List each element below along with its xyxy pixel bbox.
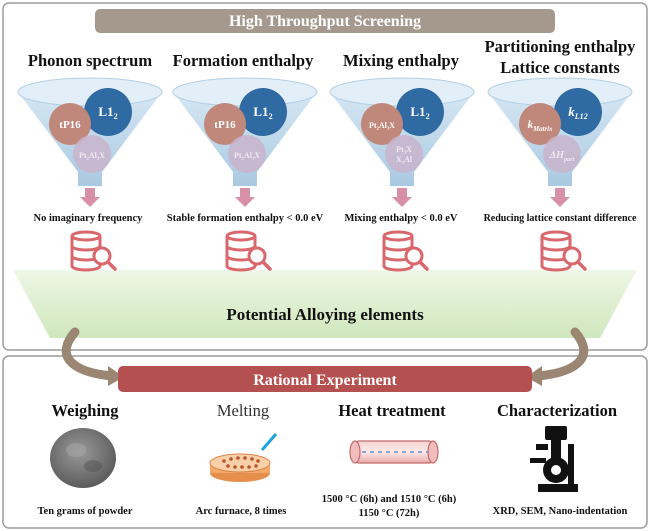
screening-header: High Throughput Screening bbox=[229, 13, 421, 30]
circle-left-label: tP16 bbox=[59, 119, 81, 131]
circle-bottom bbox=[228, 135, 266, 173]
database-search-icon bbox=[382, 230, 429, 272]
circle-left-label: kMatrix bbox=[528, 119, 553, 133]
result-band bbox=[13, 270, 637, 338]
screening-header-bar bbox=[95, 9, 555, 33]
database-search-icon bbox=[225, 230, 272, 272]
caption-heat-treatment: 1500 °C (6h) and 1510 °C (6h) bbox=[322, 494, 457, 505]
right-arrowhead bbox=[526, 366, 542, 386]
circle-right bbox=[396, 88, 444, 136]
experiment-header: Rational Experiment bbox=[253, 372, 397, 389]
circle-bottom-label: ΔHpart bbox=[549, 150, 575, 163]
step-title-characterization: Characterization bbox=[497, 401, 617, 420]
criterion-1: No imaginary frequency bbox=[34, 213, 144, 224]
column-title-1: Phonon spectrum bbox=[28, 51, 152, 70]
circle-right-label: L12 bbox=[253, 104, 272, 121]
circle-bottom bbox=[73, 135, 111, 173]
down-arrow bbox=[235, 188, 255, 207]
step-title-heat-treatment: Heat treatment bbox=[338, 401, 446, 420]
criterion-3: Mixing enthalpy < 0.0 eV bbox=[344, 213, 457, 224]
circle-bottom-label-2: X₃Al bbox=[396, 155, 413, 164]
circle-left bbox=[361, 103, 403, 145]
column-title-4-line2: Lattice constants bbox=[500, 58, 620, 77]
caption-melting: Arc furnace, 8 times bbox=[196, 506, 287, 517]
result-label: Potential Alloying elements bbox=[226, 305, 424, 324]
criterion-2: Stable formation enthalpy < 0.0 eV bbox=[167, 213, 324, 224]
circle-bottom-label: Pt₃X bbox=[396, 145, 412, 154]
caption-heat-treatment-line2: 1150 °C (72h) bbox=[359, 508, 420, 519]
column-title-2: Formation enthalpy bbox=[173, 51, 314, 70]
right-curve-arrow bbox=[533, 327, 589, 381]
powder-icon bbox=[50, 428, 116, 488]
database-search-icon bbox=[70, 230, 117, 272]
circle-right bbox=[84, 88, 132, 136]
screening-panel bbox=[2, 2, 648, 351]
caption-characterization: XRD, SEM, Nano-indentation bbox=[493, 506, 628, 517]
down-arrow bbox=[392, 188, 412, 207]
circle-left bbox=[204, 103, 246, 145]
circle-right-label: kL12 bbox=[568, 104, 587, 121]
circle-right-label: L12 bbox=[98, 104, 117, 121]
circle-left-label: tP16 bbox=[214, 119, 236, 131]
down-arrow bbox=[80, 188, 100, 207]
circle-right bbox=[554, 88, 602, 136]
database-search-icon bbox=[540, 230, 587, 272]
circle-bottom bbox=[543, 135, 581, 173]
circle-bottom-label: Pt₂Al₃X bbox=[234, 151, 260, 160]
circle-right-label: L12 bbox=[410, 104, 429, 121]
circle-bottom-label: Pt₂Al₃X bbox=[79, 151, 105, 160]
step-title-melting: Melting bbox=[217, 401, 269, 420]
column-title-3: Mixing enthalpy bbox=[343, 51, 460, 70]
circle-right bbox=[239, 88, 287, 136]
experiment-header-bar bbox=[118, 366, 532, 392]
circle-left-label: Pt₂Al₃X bbox=[369, 121, 395, 130]
circle-bottom bbox=[385, 135, 423, 173]
microscope-icon bbox=[530, 426, 578, 492]
left-arrowhead bbox=[108, 366, 124, 386]
circle-left bbox=[49, 103, 91, 145]
tube-furnace-icon bbox=[349, 440, 439, 464]
down-arrow bbox=[550, 188, 570, 207]
circle-left bbox=[519, 103, 561, 145]
experiment-panel bbox=[2, 355, 648, 529]
arc-furnace-icon bbox=[209, 433, 278, 482]
caption-weighing: Ten grams of powder bbox=[38, 506, 133, 517]
step-title-weighing: Weighing bbox=[52, 401, 120, 420]
criterion-4: Reducing lattice constant difference bbox=[484, 213, 637, 224]
left-curve-arrow bbox=[61, 327, 117, 381]
column-title-4: Partitioning enthalpy bbox=[485, 37, 637, 56]
